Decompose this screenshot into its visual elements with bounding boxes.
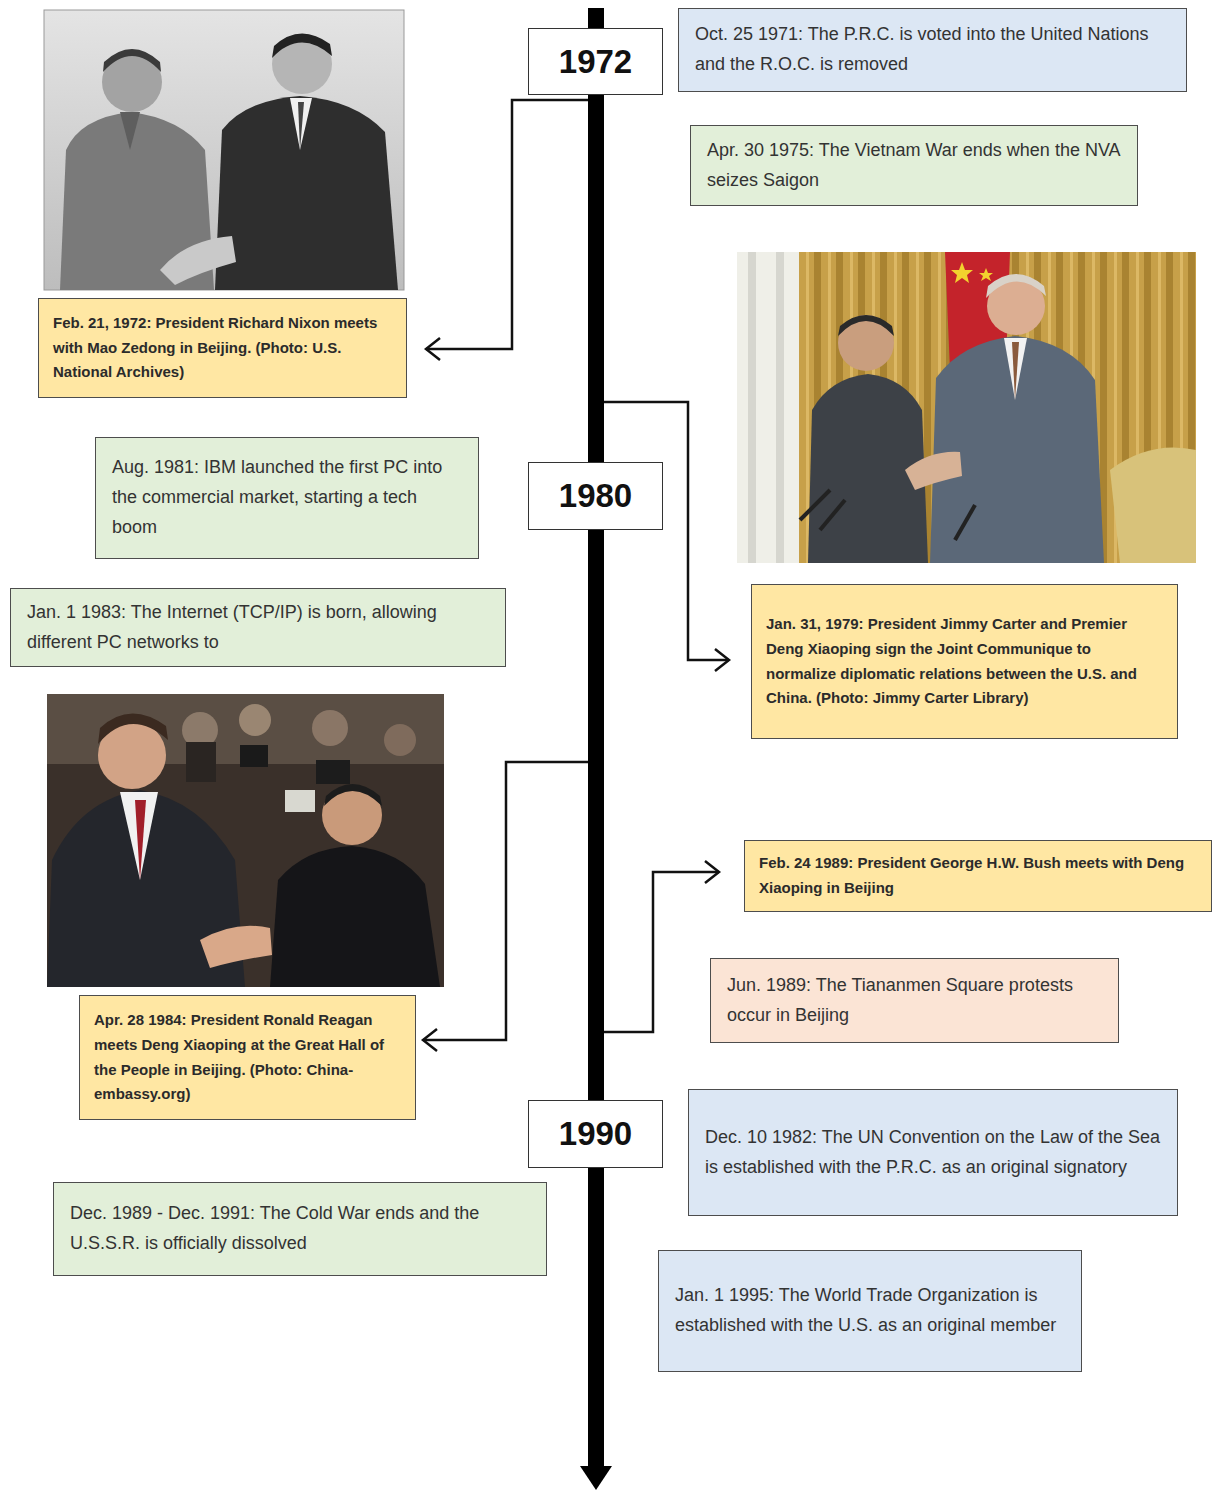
event-box: Aug. 1981: IBM launched the first PC int… [95,437,479,559]
event-text: Oct. 25 1971: The P.R.C. is voted into t… [695,20,1170,79]
event-box: Dec. 10 1982: The UN Convention on the L… [688,1089,1178,1216]
event-box: Jun. 1989: The Tiananmen Square protests… [710,958,1119,1043]
photo-caption: Feb. 24 1989: President George H.W. Bush… [744,840,1212,912]
event-text: Jan. 31, 1979: President Jimmy Carter an… [766,612,1163,711]
year-marker: 1990 [528,1100,663,1168]
event-text: Dec. 1989 - Dec. 1991: The Cold War ends… [70,1199,530,1258]
photo-caption: Jan. 31, 1979: President Jimmy Carter an… [751,584,1178,739]
reagan-deng-photo [47,694,444,987]
event-text: Jun. 1989: The Tiananmen Square protests… [727,971,1102,1030]
event-text: Feb. 24 1989: President George H.W. Bush… [759,851,1197,901]
photo-caption: Apr. 28 1984: President Ronald Reagan me… [79,995,416,1120]
event-box: Oct. 25 1971: The P.R.C. is voted into t… [678,8,1187,92]
year-marker: 1972 [528,28,663,95]
nixon-mao-photo [44,10,404,290]
event-text: Apr. 28 1984: President Ronald Reagan me… [94,1008,401,1107]
event-box: Jan. 1 1983: The Internet (TCP/IP) is bo… [10,588,506,667]
event-text: Jan. 1 1983: The Internet (TCP/IP) is bo… [27,598,489,657]
timeline-axis [580,8,612,1490]
event-text: Apr. 30 1975: The Vietnam War ends when … [707,136,1121,195]
event-box: Dec. 1989 - Dec. 1991: The Cold War ends… [53,1182,547,1276]
event-text: Aug. 1981: IBM launched the first PC int… [112,453,462,542]
event-box: Jan. 1 1995: The World Trade Organizatio… [658,1250,1082,1372]
year-label: 1980 [559,476,632,516]
year-label: 1990 [559,1114,632,1154]
event-box: Apr. 30 1975: The Vietnam War ends when … [690,125,1138,206]
carter-deng-photo [737,252,1196,563]
year-marker: 1980 [528,462,663,530]
event-text: Dec. 10 1982: The UN Convention on the L… [705,1123,1161,1182]
leader-arrows [423,100,729,1051]
photo-caption: Feb. 21, 1972: President Richard Nixon m… [38,298,407,398]
event-text: Jan. 1 1995: The World Trade Organizatio… [675,1281,1065,1340]
year-label: 1972 [559,42,632,82]
event-text: Feb. 21, 1972: President Richard Nixon m… [53,311,392,385]
